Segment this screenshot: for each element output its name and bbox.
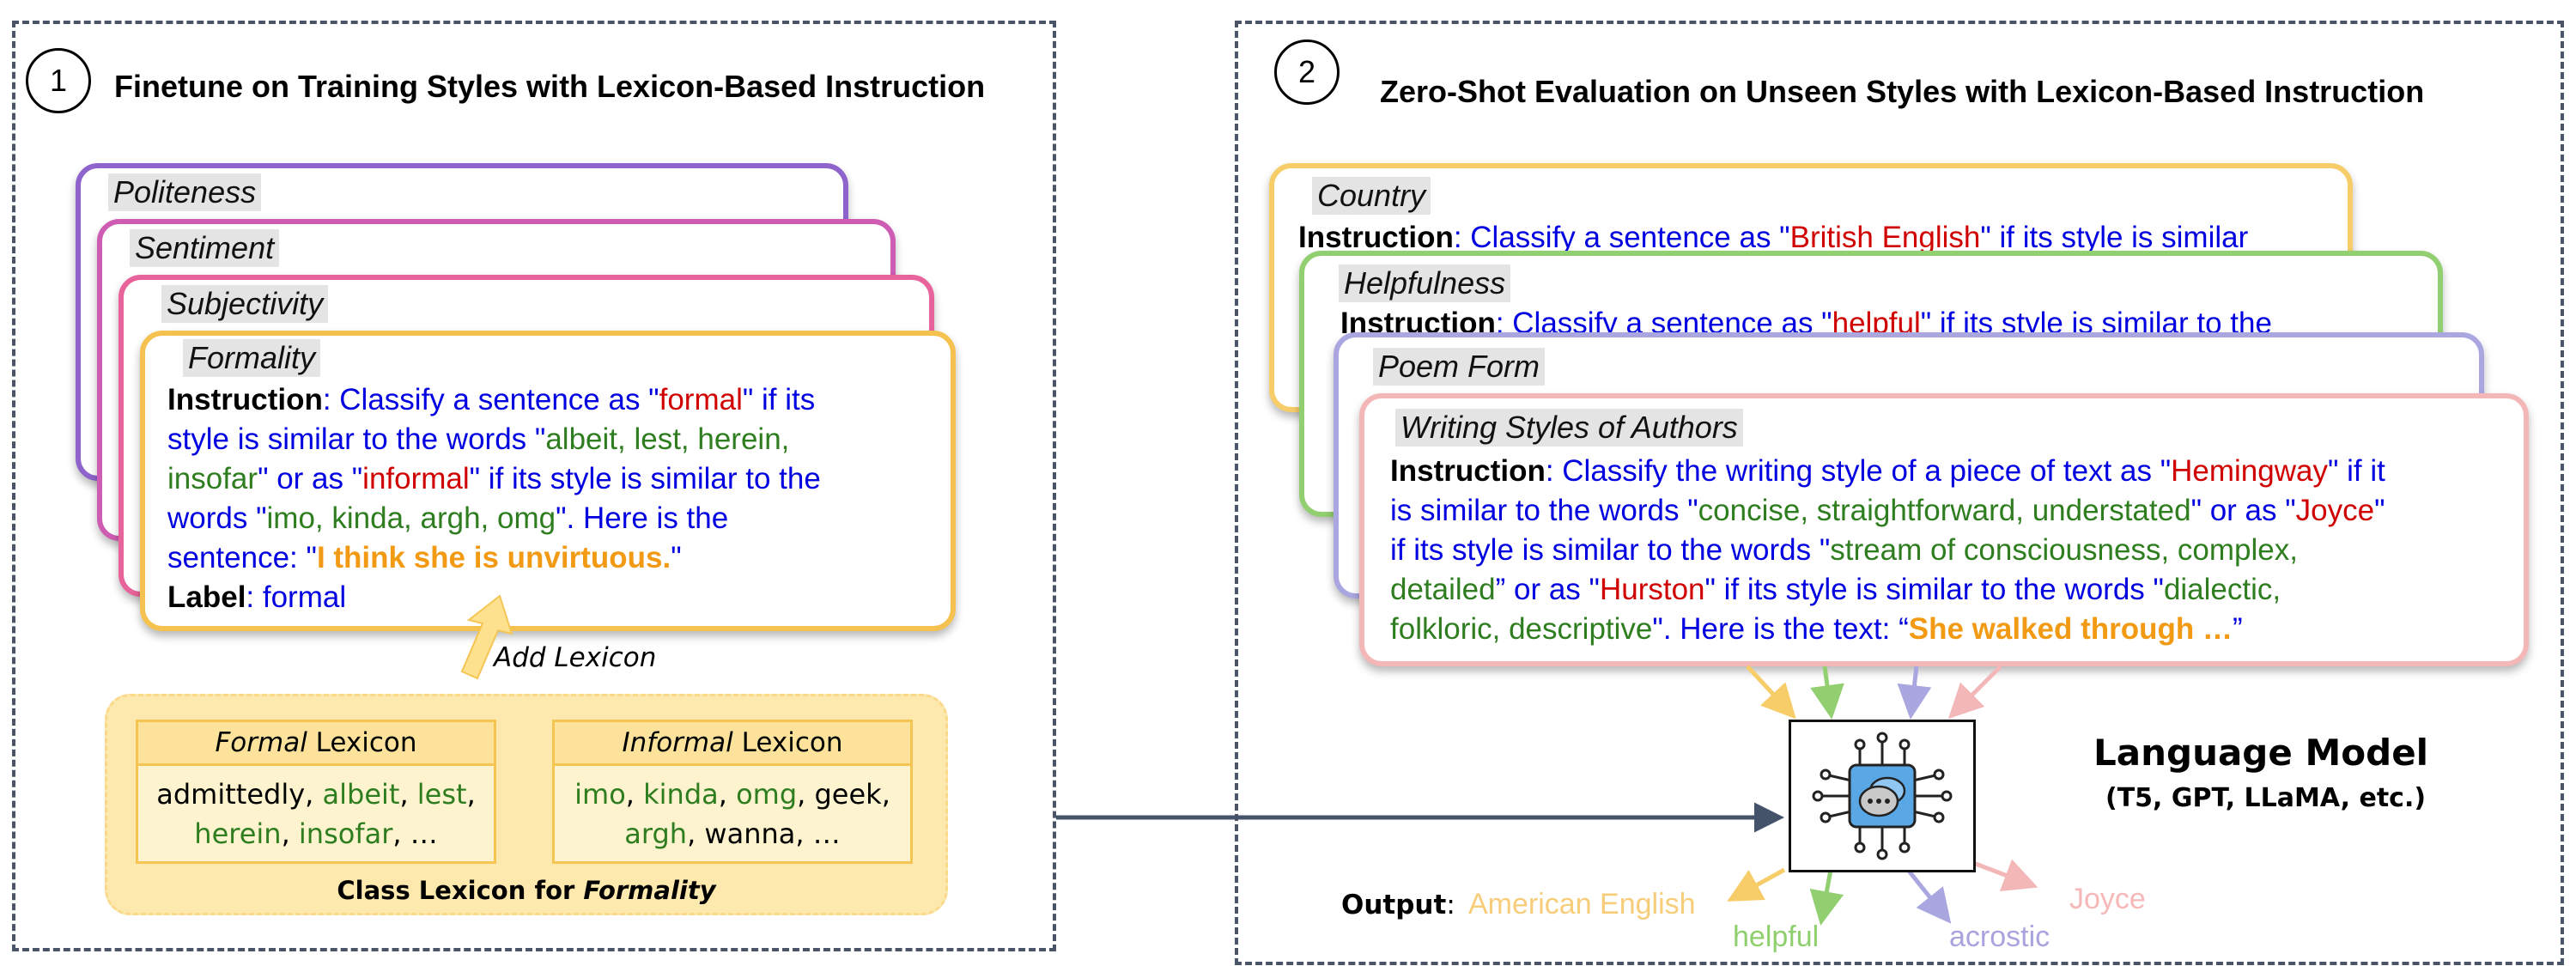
language-model-box <box>1789 720 1976 872</box>
language-model-subtitle: (T5, GPT, LLaMA, etc.) <box>2105 783 2427 813</box>
formal-lexicon-line-2: herein, insofar, … <box>194 817 438 850</box>
informal-lexicon-line-2: argh, wanna, … <box>624 817 841 850</box>
input-arrows <box>1746 665 2002 720</box>
panel2-title: Zero-Shot Evaluation on Unseen Styles wi… <box>1380 74 2425 109</box>
output-american-english: American English <box>1468 888 1696 920</box>
panel1-title: Finetune on Training Styles with Lexicon… <box>114 69 986 104</box>
card-tab-writing-styles: Writing Styles of Authors <box>1395 409 1743 447</box>
formal-lexicon-line-1: admittedly, albeit, lest, <box>156 778 476 811</box>
authors-line-5: folkloric, descriptive". Here is the tex… <box>1390 612 2243 646</box>
formal-lexicon-box: Formal Lexicon admittedly, albeit, lest,… <box>136 720 496 864</box>
formality-line-3: insofar" or as "informal" if its style i… <box>167 462 821 495</box>
step-number-1: 1 <box>26 48 91 113</box>
output-label: Output: <box>1341 890 1455 920</box>
panel-finetune <box>12 21 1056 951</box>
output-helpful: helpful <box>1733 920 1820 953</box>
card-tab-helpfulness: Helpfulness <box>1339 264 1511 302</box>
card-tab-country: Country <box>1312 177 1431 215</box>
card-writing-styles: Writing Styles of Authors Instruction: C… <box>1359 393 2529 666</box>
country-line-1: Instruction: Classify a sentence as "Bri… <box>1298 221 2249 254</box>
lexicon-caption: Class Lexicon for Formality <box>337 876 716 905</box>
card-tab-politeness: Politeness <box>108 173 262 211</box>
formality-line-4: words "imo, kinda, argh, omg". Here is t… <box>167 501 729 535</box>
card-tab-poem-form: Poem Form <box>1373 348 1546 386</box>
formal-lexicon-header: Formal Lexicon <box>138 722 494 766</box>
output-acrostic: acrostic <box>1949 920 2050 953</box>
add-lexicon-label: Add Lexicon <box>494 642 657 673</box>
authors-line-1: Instruction: Classify the writing style … <box>1390 454 2385 488</box>
panel-zero-shot <box>1235 21 2564 965</box>
add-lexicon-arrow-icon <box>460 594 513 680</box>
authors-line-4: detailed” or as "Hurston" if its style i… <box>1390 573 2281 606</box>
card-formality: Formality Instruction: Classify a senten… <box>140 331 956 631</box>
informal-lexicon-box: Informal Lexicon imo, kinda, omg, geek, … <box>552 720 913 864</box>
formality-label-line: Label: formal <box>167 580 347 614</box>
authors-line-2: is similar to the words "concise, straig… <box>1390 494 2385 527</box>
card-tab-subjectivity: Subjectivity <box>161 285 329 323</box>
card-tab-formality: Formality <box>183 339 321 377</box>
output-joyce: Joyce <box>2069 883 2146 915</box>
step-number-2: 2 <box>1274 39 1340 105</box>
formality-line-1: Instruction: Classify a sentence as "for… <box>167 383 816 416</box>
authors-line-3: if its style is similar to the words "st… <box>1390 533 2298 567</box>
informal-lexicon-line-1: imo, kinda, omg, geek, <box>574 778 890 811</box>
informal-lexicon-header: Informal Lexicon <box>555 722 910 766</box>
output-arrows <box>1727 859 2038 926</box>
formality-line-2: style is similar to the words "albeit, l… <box>167 422 790 456</box>
formality-line-5: sentence: "I think she is unvirtuous." <box>167 541 682 574</box>
language-model-title: Language Model <box>2093 732 2429 774</box>
card-tab-sentiment: Sentiment <box>130 229 280 267</box>
ai-chip-icon <box>1812 732 1953 860</box>
